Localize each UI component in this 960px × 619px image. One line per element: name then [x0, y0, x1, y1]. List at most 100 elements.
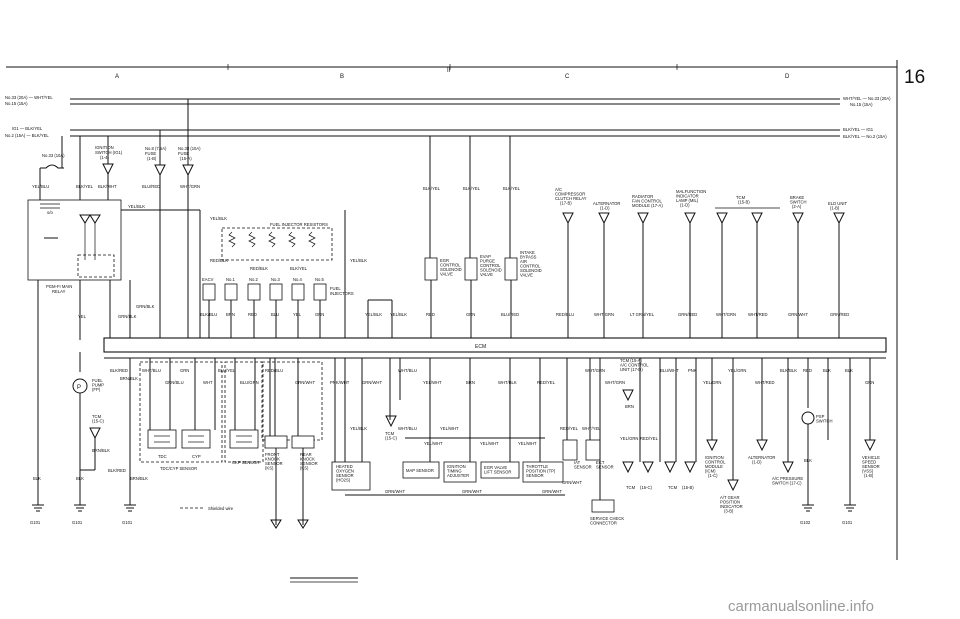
svg-text:BLK/BLK: BLK/BLK — [780, 368, 797, 373]
tcm-mid-label: TCM(15-C) — [385, 431, 397, 441]
svg-text:G101: G101 — [30, 520, 41, 525]
egr-lift-sensor — [480, 461, 520, 479]
svg-text:GRN/WHT: GRN/WHT — [385, 489, 405, 494]
svg-text:PNK/WHT: PNK/WHT — [330, 380, 350, 385]
svg-text:WHT: WHT — [203, 380, 213, 385]
svg-text:BLK/YEL: BLK/YEL — [290, 266, 308, 271]
grid-b: B — [340, 74, 344, 80]
svg-text:YEL/BLK: YEL/BLK — [350, 426, 367, 431]
psp-switch-symbol — [801, 411, 815, 425]
svg-text:RED/BLK: RED/BLK — [210, 258, 228, 263]
tdc-sensor — [147, 429, 177, 449]
relay-diode-a — [89, 214, 101, 224]
svg-text:WHT/BLU: WHT/BLU — [142, 368, 161, 373]
svg-text:GRN/WHT: GRN/WHT — [362, 380, 382, 385]
feed-r2a: BLK/YEL — IG1 — [843, 127, 874, 132]
svg-text:GRN: GRN — [180, 368, 189, 373]
svg-text:BRN: BRN — [466, 380, 475, 385]
injector-row — [202, 283, 327, 301]
tdc-cyp-label: TDC/CYP SENSOR — [160, 466, 197, 471]
grid-d: D — [785, 74, 790, 80]
svg-text:BLU: BLU — [271, 312, 279, 317]
page-number: 16 — [904, 67, 925, 88]
svg-text:YEL/WHT: YEL/WHT — [480, 441, 499, 446]
svg-text:BLK/RED: BLK/RED — [108, 468, 126, 473]
ground-symbols — [32, 504, 856, 512]
svg-text:WHT/GRN: WHT/GRN — [716, 312, 736, 317]
egr-solenoid — [424, 257, 438, 281]
ecm-box — [103, 337, 887, 353]
iat-sensor — [562, 439, 578, 461]
feed-l2b: No.2 (15A) — BLK/YEL — [5, 133, 49, 138]
wire-yel-blu: YEL/BLU — [32, 184, 49, 189]
fuse-b-connector — [182, 164, 194, 177]
svg-text:YEL/WHT: YEL/WHT — [518, 441, 537, 446]
ignition-timing-adjuster — [443, 461, 477, 483]
svg-text:RED: RED — [426, 312, 435, 317]
svg-text:G101: G101 — [842, 520, 853, 525]
svg-text:BLU/GRN: BLU/GRN — [240, 380, 259, 385]
svg-text:YEL/BLK: YEL/BLK — [210, 216, 227, 221]
inj-no2: No.2 — [249, 277, 259, 282]
ckp-sensor — [229, 429, 259, 449]
heated-o2-sensor — [331, 461, 371, 491]
wire-yel-blk-relay: YEL/BLK — [128, 204, 145, 209]
svg-text:G101: G101 — [72, 520, 83, 525]
svg-text:GRN/WHT: GRN/WHT — [462, 489, 482, 494]
svg-text:WHT/YEL: WHT/YEL — [582, 426, 601, 431]
top-right-connectors — [562, 212, 845, 225]
wire-blu-red: BLU/RED — [142, 184, 160, 189]
svg-text:WHT/GRN: WHT/GRN — [585, 368, 605, 373]
fuse-b-label: No.38 (10A)FUSE(15-A) — [178, 146, 201, 161]
svg-text:P: P — [77, 385, 81, 391]
svg-text:BLK/YEL: BLK/YEL — [463, 186, 481, 191]
svg-text:GRN: GRN — [315, 312, 324, 317]
svg-text:BLK: BLK — [823, 368, 831, 373]
svg-text:GRN/BLU: GRN/BLU — [165, 380, 184, 385]
ect-sensor — [585, 439, 601, 461]
svg-text:TDC: TDC — [158, 454, 167, 459]
svg-text:G102: G102 — [800, 520, 811, 525]
svg-text:BLK/YEL: BLK/YEL — [423, 186, 441, 191]
svg-text:WHT/BLU: WHT/BLU — [398, 426, 417, 431]
svg-text:BRN/BLK: BRN/BLK — [120, 376, 138, 381]
inj-no4: No.4 — [293, 277, 303, 282]
svg-text:YEL/BLK: YEL/BLK — [365, 312, 382, 317]
inj-no5: No.5 — [315, 277, 325, 282]
svg-text:GRN/WHT: GRN/WHT — [788, 312, 808, 317]
svg-text:BLK: BLK — [845, 368, 853, 373]
watermark: carmanualsonline.info — [728, 598, 874, 615]
svg-text:YEL/GRN: YEL/GRN — [703, 380, 721, 385]
cyp-sensor — [181, 429, 211, 449]
injector-resistor-title: FUEL INJECTOR RESISTORS — [270, 222, 328, 227]
svg-text:WHT/GRN: WHT/GRN — [605, 380, 625, 385]
svg-text:GRN/WHT: GRN/WHT — [562, 480, 582, 485]
rear-knock-sensor — [291, 435, 315, 449]
svg-text:RED/BLU: RED/BLU — [556, 312, 574, 317]
svg-text:RED/YEL: RED/YEL — [537, 380, 556, 385]
wire-grn-blk: GRN/BLK — [118, 314, 137, 319]
inj-eacv: EACV — [202, 277, 214, 282]
intake-solenoid — [504, 257, 518, 281]
fuse33-label: No.33 (10A) — [42, 153, 65, 158]
tdc-cyp-shield — [139, 361, 223, 463]
grid-divider: II — [447, 68, 451, 74]
svg-text:BRN/BLK: BRN/BLK — [92, 448, 110, 453]
svg-text:GRN/WHT: GRN/WHT — [542, 489, 562, 494]
knock-shield — [261, 361, 323, 441]
svg-text:BLK/BLU: BLK/BLU — [200, 312, 217, 317]
svg-text:BLU/YEL: BLU/YEL — [218, 368, 236, 373]
svg-text:YEL/WHT: YEL/WHT — [424, 441, 443, 446]
